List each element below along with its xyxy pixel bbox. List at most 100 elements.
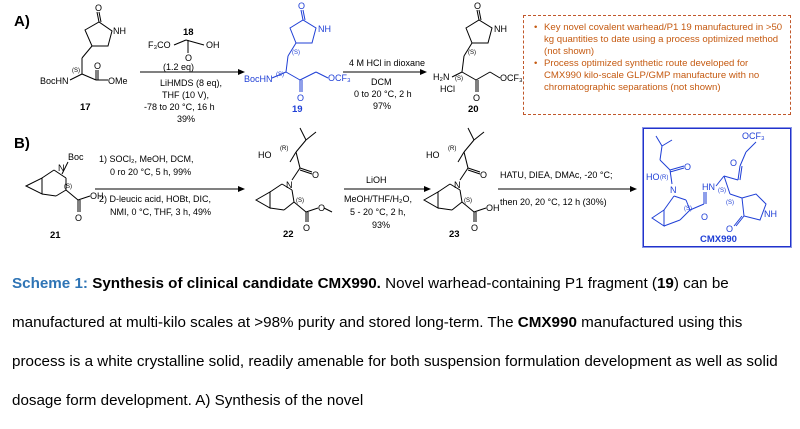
cmx-n: N xyxy=(670,185,677,195)
svg-text:MeOH/THF/H₂O,: MeOH/THF/H₂O, xyxy=(344,194,412,204)
c17-bochn: BocHN xyxy=(40,76,69,86)
stepB3-conditions: HATU, DIEA, DMAc, -20 °C; then 20, 20 °C… xyxy=(500,170,612,207)
scheme-graphic: A) B) NH O O OMe BocHN (S) 17 18 F₃CO O … xyxy=(14,1,777,245)
cmx-o4: O xyxy=(726,224,733,234)
cmx-ho: HO xyxy=(646,172,660,182)
svg-text:HATU, DIEA, DMAc, -20 °C;: HATU, DIEA, DMAc, -20 °C; xyxy=(500,170,612,180)
cmx-ocf3: OCF₃ xyxy=(742,131,765,141)
caption-text-2: ) can be manufactured at multi-kilo scal… xyxy=(12,275,729,331)
c21-stereo: (S) xyxy=(64,184,72,190)
cmx-s3: (S) xyxy=(726,200,734,206)
caption-text-1: Novel warhead-containing P1 fragment ( xyxy=(380,275,657,292)
note-item: Process optimized synthetic route develo… xyxy=(534,58,784,94)
scheme-caption: Scheme 1: Synthesis of clinical candidat… xyxy=(12,264,792,420)
svg-text:THF (10 V),: THF (10 V), xyxy=(162,90,209,100)
cmx-s1: (S) xyxy=(684,206,692,212)
svg-text:0 to 20 °C, 2 h: 0 to 20 °C, 2 h xyxy=(354,89,412,99)
cmx-nh: NH xyxy=(764,209,777,219)
cmx990-highlight-box xyxy=(643,128,791,247)
cmx-s2: (S) xyxy=(718,188,726,194)
svg-text:0 ro 20 °C, 5 h, 99%: 0 ro 20 °C, 5 h, 99% xyxy=(110,167,191,177)
svg-text:-78 to 20 °C, 16 h: -78 to 20 °C, 16 h xyxy=(144,102,215,112)
compound-17-structure xyxy=(69,11,113,81)
c21-n: N xyxy=(58,163,65,173)
c23-oh: OH xyxy=(486,203,500,213)
c20-o-ketone: O xyxy=(473,93,480,103)
svg-text:NMI, 0 °C, THF, 3 h, 49%: NMI, 0 °C, THF, 3 h, 49% xyxy=(110,207,211,217)
compound-21-structure xyxy=(24,161,91,212)
c20-stereo1: (S) xyxy=(468,50,476,56)
compound-20-structure xyxy=(451,9,501,92)
c17-o-ring: O xyxy=(95,3,102,13)
c22-stereo: (S) xyxy=(296,198,304,204)
svg-text:DCM: DCM xyxy=(371,77,392,87)
c22-r: (R) xyxy=(280,146,288,152)
c19-bochn: BocHN xyxy=(244,74,273,84)
c20-h2n: H₂N xyxy=(433,72,450,82)
c21-o: O xyxy=(75,213,82,223)
stepB2-conditions: LiOH MeOH/THF/H₂O, 5 - 20 °C, 2 h, 93% xyxy=(344,175,412,230)
c18-f3co: F₃CO xyxy=(148,40,171,50)
svg-text:1) SOCl₂, MeOH, DCM,: 1) SOCl₂, MeOH, DCM, xyxy=(99,154,194,164)
c22-ho: HO xyxy=(258,150,272,160)
part-b-label: B) xyxy=(14,135,30,152)
c19-stereo1: (S) xyxy=(292,50,300,56)
cmx-hn: HN xyxy=(702,182,715,192)
c17-o-ester: O xyxy=(94,61,101,71)
c19-nh: NH xyxy=(318,24,331,34)
c20-o-ring: O xyxy=(474,1,481,11)
svg-text:93%: 93% xyxy=(372,220,390,230)
note-item: Key novel covalent warhead/P1 19 manufac… xyxy=(534,22,784,58)
svg-text:97%: 97% xyxy=(373,101,391,111)
svg-text:LiOH: LiOH xyxy=(366,175,387,185)
c23-o2: O xyxy=(471,223,478,233)
c17-stereo: (S) xyxy=(72,68,80,74)
c21-boc: Boc xyxy=(68,152,84,162)
c19-label: 19 xyxy=(292,104,303,115)
cmx-o2: O xyxy=(701,212,708,222)
c17-nh: NH xyxy=(113,26,126,36)
svg-text:39%: 39% xyxy=(177,114,195,124)
cmx-o3: O xyxy=(730,158,737,168)
c19-o-ring: O xyxy=(298,1,305,11)
compound-23-structure xyxy=(422,127,487,222)
svg-text:2) D-leucic acid, HOBt, DIC,: 2) D-leucic acid, HOBt, DIC, xyxy=(99,194,211,204)
c23-r: (R) xyxy=(448,146,456,152)
c18-oh: OH xyxy=(206,40,220,50)
caption-title: Synthesis of clinical candidate CMX990. xyxy=(92,275,381,292)
caption-compound-19: 19 xyxy=(656,275,674,292)
notes-list: Key novel covalent warhead/P1 19 manufac… xyxy=(532,22,784,95)
c22-o1: O xyxy=(312,170,319,180)
caption-scheme-label: Scheme 1: xyxy=(12,275,88,292)
c19-stereo2: (S) xyxy=(276,72,284,78)
caption-text-3: manufactured using this process is a whi… xyxy=(12,314,778,409)
c23-n: N xyxy=(454,180,461,190)
stepB1-conditions: 1) SOCl₂, MeOH, DCM, 0 ro 20 °C, 5 h, 99… xyxy=(99,154,211,217)
part-a-label: A) xyxy=(14,13,30,30)
c20-hcl: HCl xyxy=(440,84,455,94)
c20-stereo2: (S) xyxy=(455,76,463,82)
svg-text:LiHMDS (8 eq),: LiHMDS (8 eq), xyxy=(160,78,222,88)
c22-label: 22 xyxy=(283,229,294,240)
c18-eq: (1.2 eq) xyxy=(163,62,194,72)
c23-label: 23 xyxy=(449,229,460,240)
scheme-a-notes-box: Key novel covalent warhead/P1 19 manufac… xyxy=(523,15,791,115)
c21-oh: OH xyxy=(90,191,104,201)
compound-22-structure xyxy=(254,127,333,222)
c18-o-carbonyl: O xyxy=(185,53,192,63)
step2-conditions: 4 M HCl in dioxane DCM 0 to 20 °C, 2 h 9… xyxy=(349,58,425,111)
svg-text:then 20, 20 °C, 12 h (30%): then 20, 20 °C, 12 h (30%) xyxy=(500,197,607,207)
cmx-o1: O xyxy=(684,162,691,172)
compound-19-structure xyxy=(271,9,329,92)
c20-nh: NH xyxy=(494,24,507,34)
c23-stereo: (S) xyxy=(464,198,472,204)
cmx-r: (R) xyxy=(660,175,668,181)
c23-o1: O xyxy=(480,170,487,180)
cmx990-structure xyxy=(651,135,767,227)
c19-ocf3: OCF₃ xyxy=(328,73,351,83)
c20-ocf3: OCF₃ xyxy=(500,73,523,83)
c17-ome: OMe xyxy=(108,76,128,86)
svg-text:4 M HCl in dioxane: 4 M HCl in dioxane xyxy=(349,58,425,68)
c18-label: 18 xyxy=(183,27,194,38)
c22-n: N xyxy=(286,180,293,190)
